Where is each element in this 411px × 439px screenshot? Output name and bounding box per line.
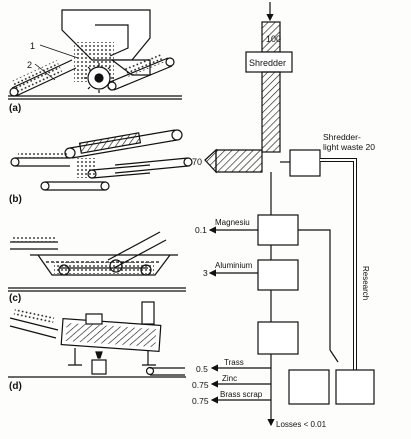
bin-box-left [288, 369, 330, 405]
light-waste-label-1: Shredder- [323, 132, 361, 142]
zinc-value: 0.75 [192, 380, 209, 390]
main-stream [261, 71, 281, 153]
aluminium-label: Aluminium [215, 261, 253, 270]
magnesium-box [257, 214, 299, 246]
aluminium-value: 3 [203, 268, 208, 278]
flowsheet [204, 2, 375, 427]
zinc-label: Zinc [222, 374, 237, 383]
bin-box-right [335, 369, 375, 405]
value-70: 70 [192, 157, 202, 167]
brass-value: 0.75 [192, 396, 209, 406]
light-waste-box [289, 149, 321, 177]
input-value: 100 [266, 34, 281, 44]
aluminium-box [257, 259, 299, 291]
brass-label: Brass scrap [220, 390, 263, 399]
trass-value: 0.5 [196, 364, 208, 374]
shredder-label: Shredder [249, 58, 286, 68]
callout-2: 2 [27, 60, 32, 70]
final-box [257, 321, 299, 355]
magnesium-value: 0.1 [195, 225, 207, 235]
panel-d-illustration [8, 301, 186, 378]
panel-b-illustration [10, 129, 193, 191]
callout-1: 1 [30, 41, 35, 51]
light-waste-label-2: light waste 20 [323, 142, 375, 152]
panel-label-a: (a) [9, 103, 21, 114]
panel-c-illustration [8, 231, 186, 292]
losses-label: Losses < 0.01 [276, 420, 327, 429]
research-label: Research [361, 266, 370, 300]
panel-a-illustration [8, 9, 182, 100]
trass-label: Trass [224, 358, 244, 367]
panel-label-d: (d) [9, 381, 22, 392]
panel-label-c: (c) [9, 293, 21, 304]
magnesium-label: Magnesiu [215, 218, 250, 227]
panel-label-b: (b) [9, 194, 22, 205]
